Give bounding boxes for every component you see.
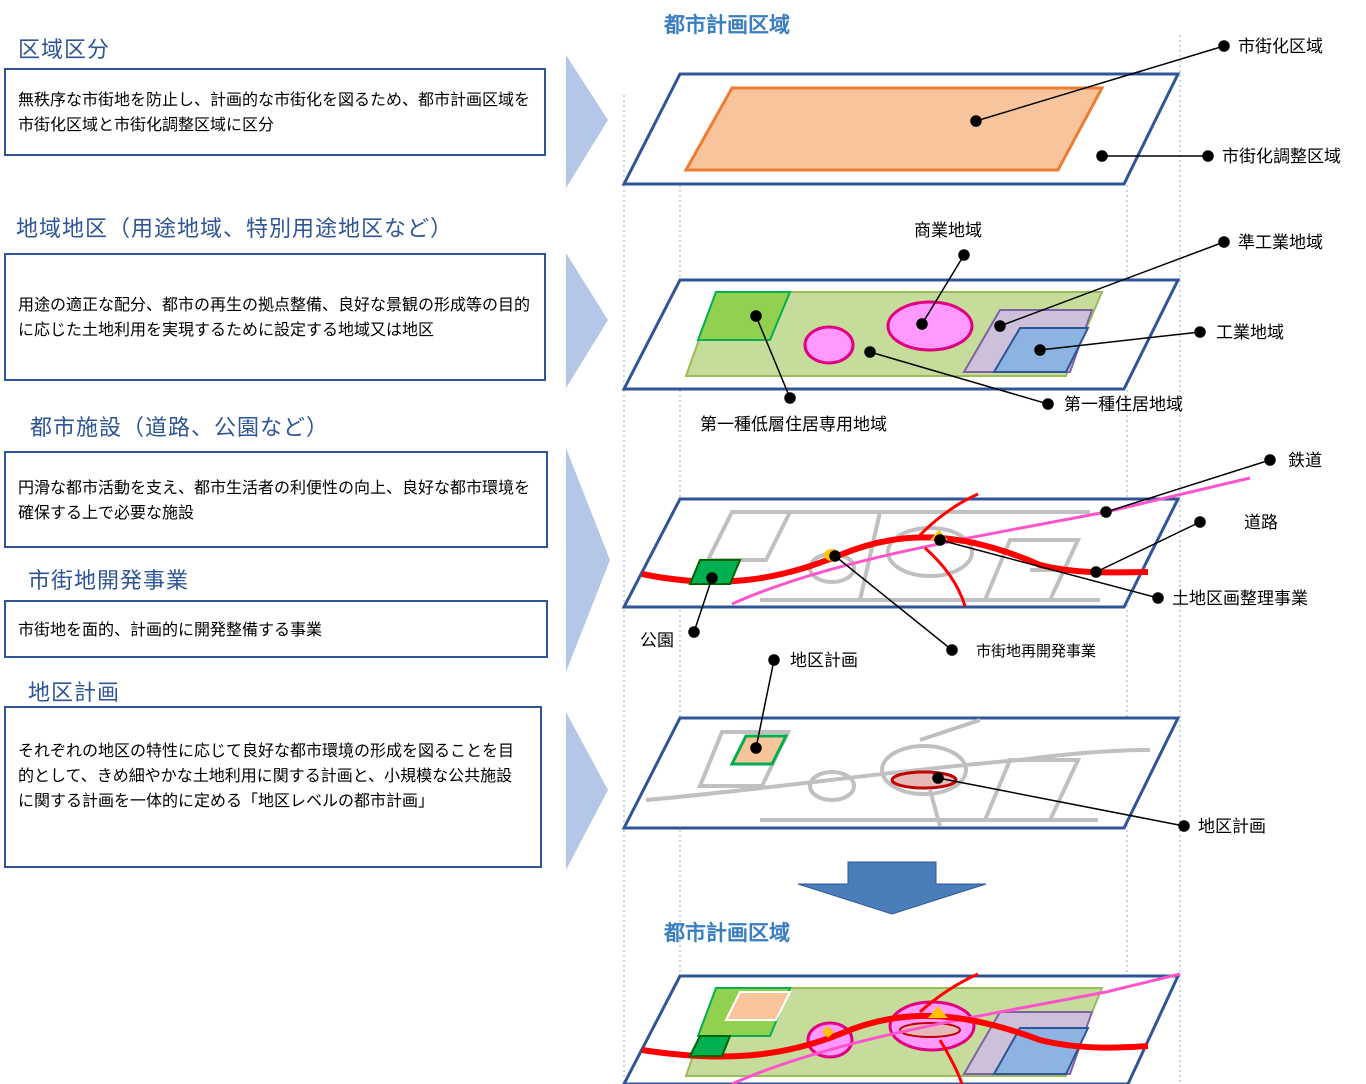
chevron-arrow-2	[566, 253, 608, 388]
label-daiisshu-jukyo: 第一種住居地域	[1064, 395, 1183, 415]
label-shigaika: 市街化区域	[1238, 37, 1323, 57]
label-chosei: 市街化調整区域	[1222, 147, 1341, 167]
layer-combined	[622, 972, 1181, 1084]
desc-chiku-keikaku-text: それぞれの地区の特性に応じて良好な都市環境の形成を図ることを目的として、きめ細や…	[18, 741, 515, 810]
chevron-arrow-1	[566, 55, 608, 188]
chevron-arrow-3	[566, 448, 610, 672]
label-shogyo: 商業地域	[914, 221, 982, 241]
label-daiisshu-teiso: 第一種低層住居専用地域	[700, 415, 887, 435]
layer-kuiki	[621, 72, 1181, 186]
label-junkogyo: 準工業地域	[1238, 233, 1323, 253]
diagram-title-top: 都市計画区域	[663, 13, 790, 37]
desc-toshi-shisetsu: 円滑な都市活動を支え、都市生活者の利便性の向上、良好な都市環境を確保する上で必要…	[4, 451, 548, 548]
heading-kuiki-kubun: 区域区分	[18, 38, 111, 63]
label-chiku-keikaku-2: 地区計画	[1198, 817, 1266, 837]
desc-kuiki-kubun: 無秩序な市街地を防止し、計画的な市街化を図るため、都市計画区域を市街化区域と市街…	[4, 68, 546, 156]
desc-chiku-keikaku: それぞれの地区の特性に応じて良好な都市環境の形成を図ることを目的として、きめ細や…	[4, 706, 542, 868]
heading-chiiki-chiku: 地域地区（用途地域、特別用途地区など）	[16, 217, 454, 242]
chevron-arrow-4	[566, 712, 608, 870]
label-doro: 道路	[1244, 513, 1278, 533]
diagram-title-bottom: 都市計画区域	[663, 921, 790, 945]
desc-chiiki-chiku-text: 用途の適正な配分、都市の再生の拠点整備、良好な景観の形成等の目的に応じた土地利用…	[18, 295, 531, 339]
label-tetsudo: 鉄道	[1288, 451, 1322, 471]
shigaika-area	[683, 86, 1105, 172]
heading-toshi-shisetsu: 都市施設（道路、公園など）	[30, 416, 330, 441]
desc-shigaichi-kaihatsu-text: 市街地を面的、計画的に開発整備する事業	[18, 619, 323, 639]
desc-shigaichi-kaihatsu: 市街地を面的、計画的に開発整備する事業	[4, 600, 548, 658]
down-arrow-icon	[797, 861, 987, 915]
desc-kuiki-kubun-text: 無秩序な市街地を防止し、計画的な市街化を図るため、都市計画区域を市街化区域と市街…	[18, 90, 531, 134]
label-kogyo: 工業地域	[1216, 323, 1284, 343]
label-saikaihatsu: 市街地再開発事業	[976, 642, 1096, 660]
label-chiku-keikaku-1: 地区計画	[790, 651, 858, 671]
layer-toshi-shisetsu	[621, 476, 1251, 609]
desc-toshi-shisetsu-text: 円滑な都市活動を支え、都市生活者の利便性の向上、良好な都市環境を確保する上で必要…	[18, 477, 531, 522]
heading-shigaichi-kaihatsu: 市街地開発事業	[28, 569, 190, 594]
layer-chiku-keikaku	[621, 716, 1181, 830]
layer-chiiki-chiku	[621, 278, 1181, 391]
desc-chiiki-chiku: 用途の適正な配分、都市の再生の拠点整備、良好な景観の形成等の目的に応じた土地利用…	[4, 253, 546, 381]
label-koen: 公園	[640, 631, 674, 651]
heading-chiku-keikaku: 地区計画	[28, 681, 121, 706]
label-kukaku: 土地区画整理事業	[1172, 589, 1308, 609]
